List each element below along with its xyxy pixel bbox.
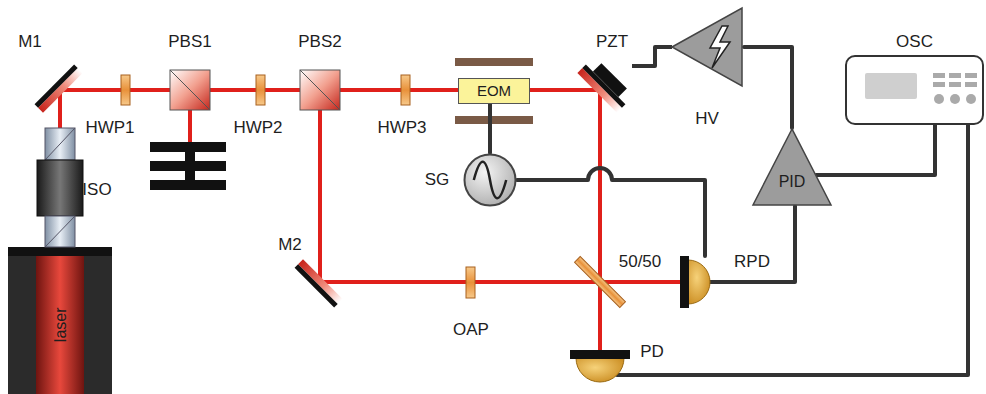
signal-wire	[617, 125, 968, 375]
node-label: EOM	[477, 83, 511, 100]
pid-controller: PID	[752, 128, 832, 206]
part-label: PZT	[596, 33, 628, 52]
signal-wire	[744, 47, 792, 128]
oscilloscope-shape	[845, 55, 984, 125]
signal-wire	[517, 168, 705, 256]
pzt-mirror	[577, 56, 634, 113]
signal-wire	[710, 206, 795, 282]
hv-wire	[632, 47, 672, 66]
eom-crystal: EOM	[458, 78, 530, 104]
photodetector: PD	[570, 350, 630, 386]
part-label: HWP1	[85, 119, 134, 138]
node-label: RPD	[734, 253, 770, 272]
signal-wire	[816, 125, 935, 175]
part-label: M2	[278, 236, 302, 255]
signal-generator-shape	[463, 153, 517, 207]
node-label: SG	[425, 171, 450, 190]
part-label: PBS1	[168, 33, 211, 52]
node-label: PD	[640, 343, 664, 362]
node-label: HV	[695, 110, 719, 129]
node-label: PID	[779, 173, 806, 191]
beam-splitter	[575, 257, 626, 308]
oscilloscope: OSC	[845, 55, 984, 125]
part-label: HWP3	[377, 119, 426, 138]
node-label: laser	[51, 308, 69, 343]
hv-amplifier-shape	[670, 6, 744, 88]
photodetector: RPD	[680, 256, 714, 308]
signal-generator: SG	[463, 153, 517, 207]
isolator	[37, 128, 83, 247]
pid-controller-shape	[752, 128, 832, 206]
part-label: ISO	[82, 181, 111, 200]
laser-beam	[60, 90, 682, 352]
node-label: OSC	[896, 33, 933, 52]
beam-dump	[150, 142, 226, 190]
photodetector-shape	[570, 350, 630, 386]
part-label: PBS2	[298, 33, 341, 52]
pbs-cube	[170, 70, 340, 110]
signal-wire	[488, 104, 492, 153]
part-label: OAP	[453, 321, 489, 340]
hv-amplifier: HV	[670, 6, 744, 88]
laser-cap	[8, 247, 112, 256]
eom-electrode	[455, 58, 533, 124]
part-label: 50/50	[619, 253, 662, 272]
part-label: M1	[18, 33, 42, 52]
laser-source: laser	[8, 256, 112, 394]
photodetector-shape	[680, 256, 714, 308]
mirror	[35, 65, 83, 113]
part-label: HWP2	[233, 119, 282, 138]
mirror	[295, 259, 343, 307]
